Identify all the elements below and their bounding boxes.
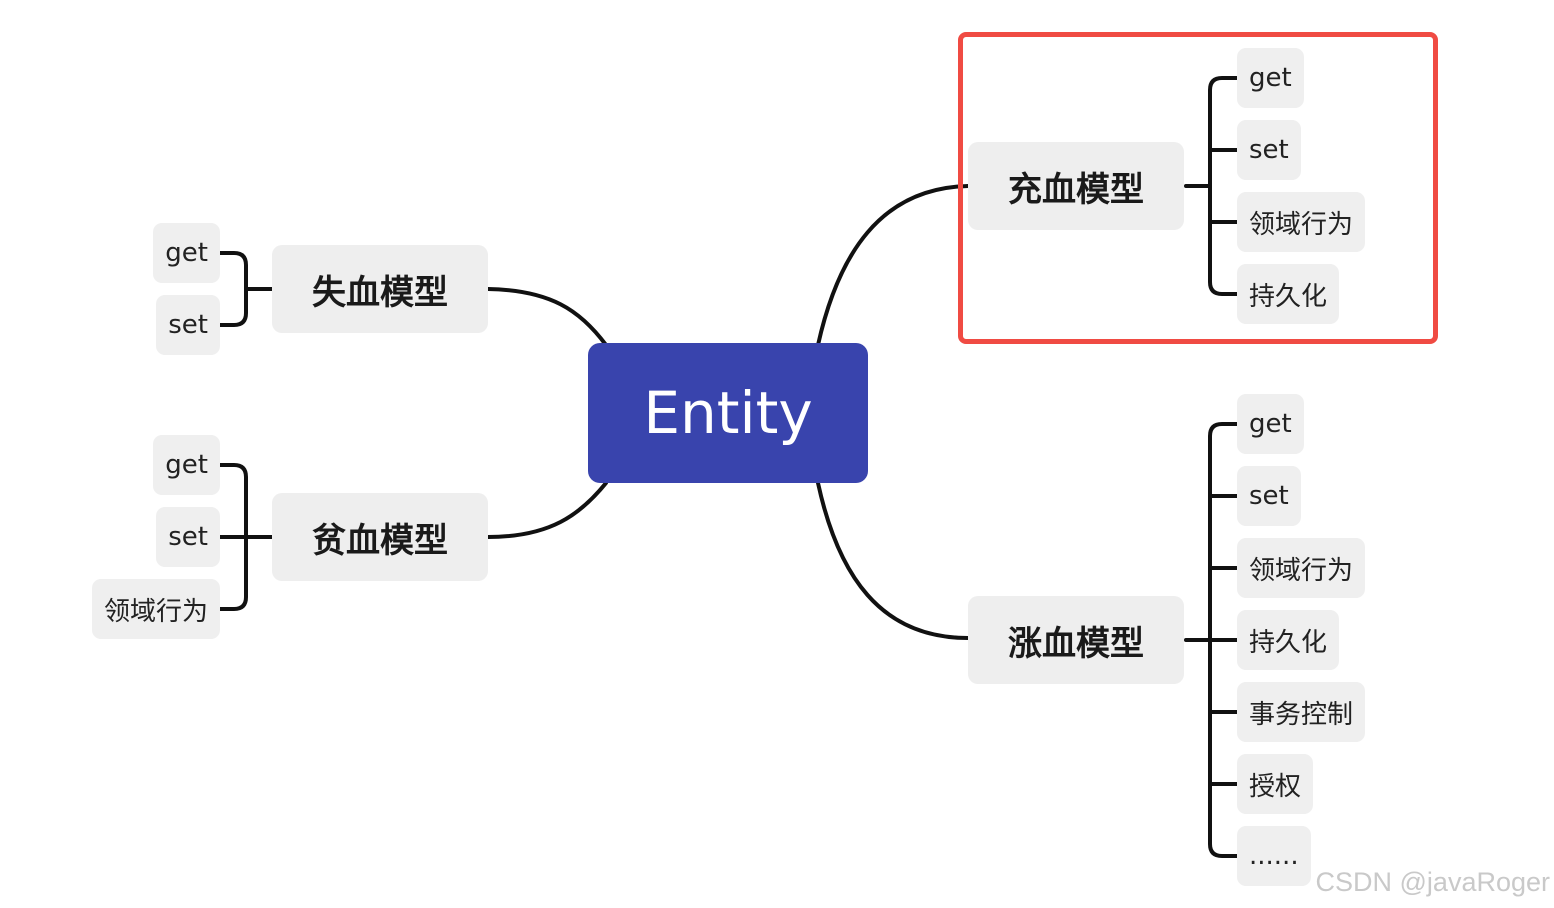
leaf-bloated-transaction-control[interactable]: 事务控制 <box>1237 682 1366 742</box>
leaf-poor-get[interactable]: get <box>153 435 220 495</box>
topic-rich-model[interactable]: 充血模型 <box>968 142 1184 230</box>
leaf-bloated-ellipsis[interactable]: ...... <box>1237 826 1311 886</box>
bracket-poor <box>218 463 274 611</box>
leaf-rich-get[interactable]: get <box>1237 48 1304 108</box>
connector-root-poor <box>486 481 608 539</box>
connector-root-bloated <box>816 481 970 640</box>
topic-poor-model[interactable]: 贫血模型 <box>272 493 488 581</box>
leaf-bloated-domain-behavior[interactable]: 领域行为 <box>1237 538 1366 598</box>
leaf-bloated-persistence[interactable]: 持久化 <box>1237 610 1340 670</box>
leaf-anemic-set[interactable]: set <box>156 295 220 355</box>
root-node-entity[interactable]: Entity <box>588 343 868 483</box>
leaf-anemic-get[interactable]: get <box>153 223 220 283</box>
leaf-rich-domain-behavior[interactable]: 领域行为 <box>1237 192 1366 252</box>
connector-root-rich <box>816 184 970 347</box>
leaf-poor-set[interactable]: set <box>156 507 220 567</box>
leaf-bloated-set[interactable]: set <box>1237 466 1301 526</box>
leaf-rich-persistence[interactable]: 持久化 <box>1237 264 1340 324</box>
bracket-anemic <box>218 251 274 327</box>
topic-bloated-model[interactable]: 涨血模型 <box>968 596 1184 684</box>
leaf-bloated-authorization[interactable]: 授权 <box>1237 754 1314 814</box>
leaf-poor-domain-behavior[interactable]: 领域行为 <box>91 579 220 639</box>
topic-anemic-model[interactable]: 失血模型 <box>272 245 488 333</box>
watermark: CSDN @javaRoger <box>1315 867 1550 897</box>
connector-root-anemic <box>486 287 608 347</box>
leaf-rich-set[interactable]: set <box>1237 120 1301 180</box>
bracket-bloated <box>1184 422 1239 858</box>
leaf-bloated-get[interactable]: get <box>1237 394 1304 454</box>
bracket-rich <box>1184 76 1239 296</box>
